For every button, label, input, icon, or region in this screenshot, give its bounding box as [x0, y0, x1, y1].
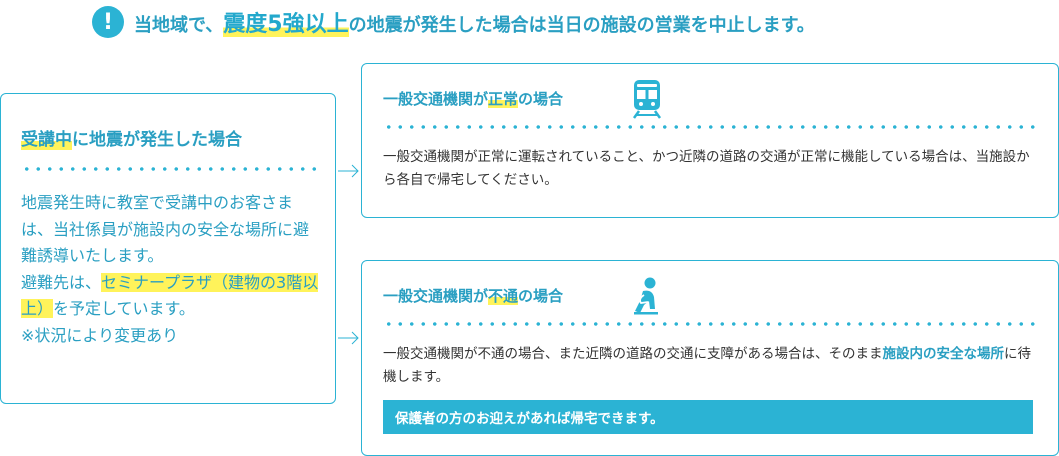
during-class-card: 受講中に地震が発生した場合 地震発生時に教室で受講中のお客さまは、当社係員が施設…	[0, 93, 336, 404]
transit-suspended-body-c: に待機します。	[383, 346, 1031, 385]
transit-suspended-body-a: 一般交通機関が不通の場合、また近隣の道路の交通に支障がある場合は、そのまま	[383, 346, 883, 362]
earthquake-notice: ! 当地域で、震度5強以上の地震が発生した場合は当日の施設の営業を中止します。	[92, 4, 815, 40]
dotted-divider	[21, 167, 317, 171]
transit-normal-title-highlight: 正常	[488, 90, 519, 108]
transit-normal-body: 一般交通機関が正常に運転されていること、かつ近隣の道路の交通が正常に機能している…	[383, 149, 1030, 188]
during-class-body: 地震発生時に教室で受講中のお客さまは、当社係員が施設内の安全な場所に避難誘導いた…	[21, 190, 321, 349]
dotted-divider	[383, 125, 1035, 129]
during-class-title-rest: に地震が発生した場合	[72, 130, 242, 150]
notice-text: 当地域で、震度5強以上の地震が発生した場合は当日の施設の営業を中止します。	[134, 6, 815, 38]
transit-suspended-title: 一般交通機関が不通の場合	[383, 285, 563, 306]
during-class-title: 受講中に地震が発生した場合	[21, 125, 242, 150]
exclamation-icon: !	[92, 6, 124, 38]
during-class-paragraph-1: 地震発生時に教室で受講中のお客さまは、当社係員が施設内の安全な場所に避難誘導いた…	[21, 193, 310, 265]
train-icon	[632, 80, 662, 119]
during-class-title-highlight: 受講中	[21, 130, 72, 150]
dotted-divider	[383, 322, 1035, 326]
transit-suspended-title-c: の場合	[518, 287, 564, 305]
person-sitting-icon	[634, 277, 658, 315]
transit-suspended-title-highlight: 不通	[488, 287, 519, 305]
notice-prefix: 当地域で、	[134, 15, 224, 36]
safe-place-emphasis: 施設内の安全な場所	[882, 346, 1005, 362]
arrow-right-icon	[338, 331, 359, 345]
transit-normal-card: 一般交通機関が正常の場合 一般交通機関が正常に運転されていること、かつ近隣の道路…	[361, 63, 1059, 218]
transit-normal-title-c: の場合	[518, 90, 564, 108]
change-note: ※状況により変更あり	[21, 325, 179, 345]
transit-suspended-body: 一般交通機関が不通の場合、また近隣の道路の交通に支障がある場合は、そのまま施設内…	[383, 343, 1043, 389]
notice-suffix: の地震が発生した場合は当日の施設の営業を中止します。	[348, 15, 815, 36]
evacuation-prefix: 避難先は、	[21, 272, 102, 292]
transit-normal-title: 一般交通機関が正常の場合	[383, 88, 563, 109]
evacuation-suffix: を予定しています。	[53, 299, 195, 318]
pickup-note-bar: 保護者の方のお迎えがあれば帰宅できます。	[383, 400, 1033, 434]
transit-suspended-title-a: 一般交通機関が	[383, 287, 489, 305]
transit-suspended-card: 一般交通機関が不通の場合 一般交通機関が不通の場合、また近隣の道路の交通に支障が…	[361, 260, 1059, 456]
notice-highlight: 震度5強以上	[223, 12, 349, 37]
transit-normal-title-a: 一般交通機関が	[383, 90, 489, 108]
arrow-right-icon	[338, 164, 359, 178]
during-class-paragraph-2: 避難先は、セミナープラザ（建物の3階以上）を予定しています。	[21, 270, 321, 323]
